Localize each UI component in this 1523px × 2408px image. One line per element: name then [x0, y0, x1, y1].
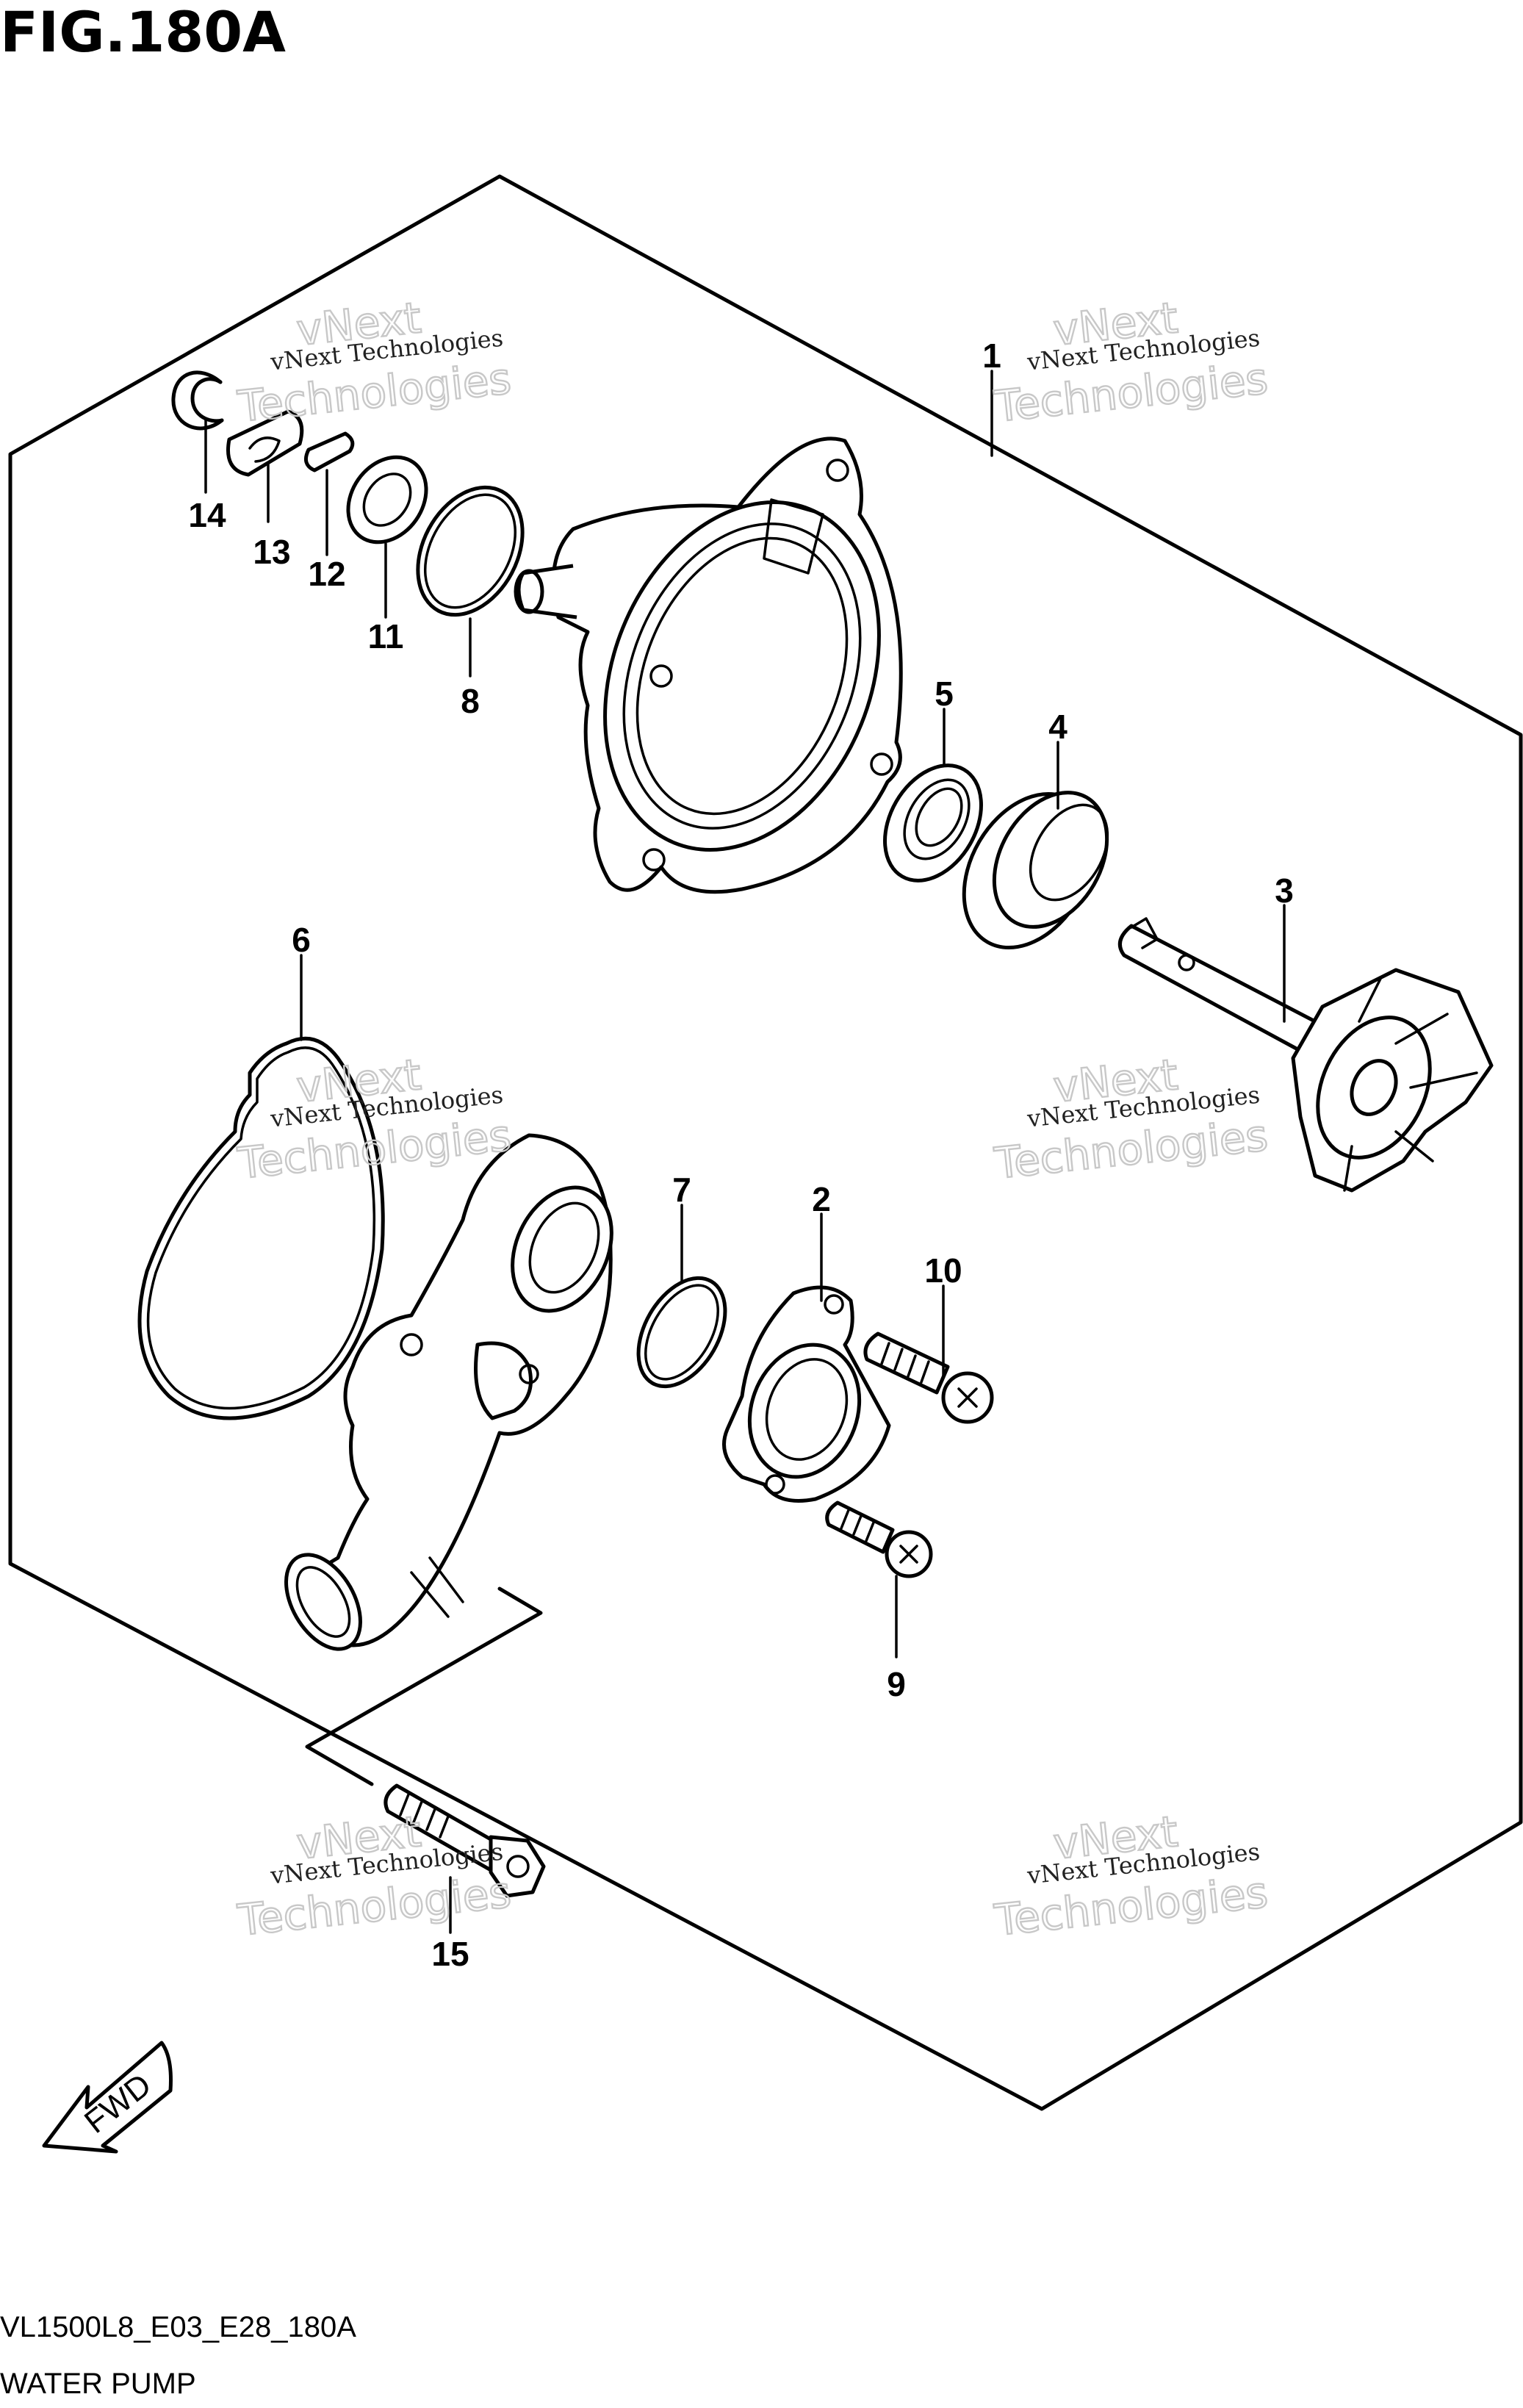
part-8-o-ring: [416, 485, 525, 617]
watermark-mid-right: vNext vNext Technologies Technologies: [991, 1049, 1271, 1190]
part-14-circlip: [171, 370, 224, 431]
part-10-screw: [863, 1331, 994, 1424]
callout-6: 6: [292, 921, 311, 959]
assembly-bracket: [305, 1586, 543, 1786]
watermark-bottom-left: vNext vNext Technologies Technologies: [234, 1805, 514, 1947]
pump-cover-body: [284, 1133, 613, 1651]
part-11-washer: [346, 455, 428, 545]
part-6-gasket: [137, 1036, 385, 1420]
part-13-retainer-plate: [226, 409, 304, 477]
callout-2: 2: [812, 1180, 831, 1218]
watermark-bottom-right: vNext vNext Technologies Technologies: [991, 1805, 1271, 1947]
callout-12: 12: [308, 555, 345, 593]
callout-14: 14: [188, 496, 226, 534]
callout-3: 3: [1275, 871, 1294, 910]
assembly-outline: [8, 174, 1523, 2111]
figure-name: WATER PUMP: [0, 2368, 196, 2400]
part-7-o-ring: [636, 1276, 727, 1389]
callout-10: 10: [924, 1251, 962, 1290]
callout-7: 7: [672, 1171, 691, 1209]
part-15-bolt: [384, 1783, 546, 1898]
callout-13: 13: [253, 533, 290, 571]
callout-9: 9: [887, 1665, 906, 1703]
part-3-impeller: [1117, 917, 1494, 1193]
callout-8: 8: [461, 682, 480, 720]
part-5-oil-seal: [883, 763, 983, 883]
figure-code: VL1500L8_E03_E28_180A: [0, 2311, 356, 2343]
fwd-arrow-icon: FWD: [42, 2041, 173, 2154]
part-1-pump-case: [514, 436, 903, 894]
callout-5: 5: [935, 675, 954, 713]
part-9-screw: [825, 1500, 933, 1578]
watermark-top-right: vNext vNext Technologies Technologies: [991, 292, 1271, 433]
figure-title: FIG.180A: [0, 0, 286, 65]
watermark-mid-left: vNext vNext Technologies Technologies: [234, 1049, 514, 1190]
part-4-mechanical-seal: [962, 791, 1109, 950]
callout-4: 4: [1048, 708, 1067, 746]
callout-1: 1: [982, 337, 1001, 375]
leader-lines: [204, 370, 1286, 1934]
callout-11: 11: [368, 617, 404, 655]
part-2-inlet-connector: [722, 1285, 891, 1503]
part-12-pin: [303, 431, 355, 472]
callout-15: 15: [431, 1935, 469, 1973]
